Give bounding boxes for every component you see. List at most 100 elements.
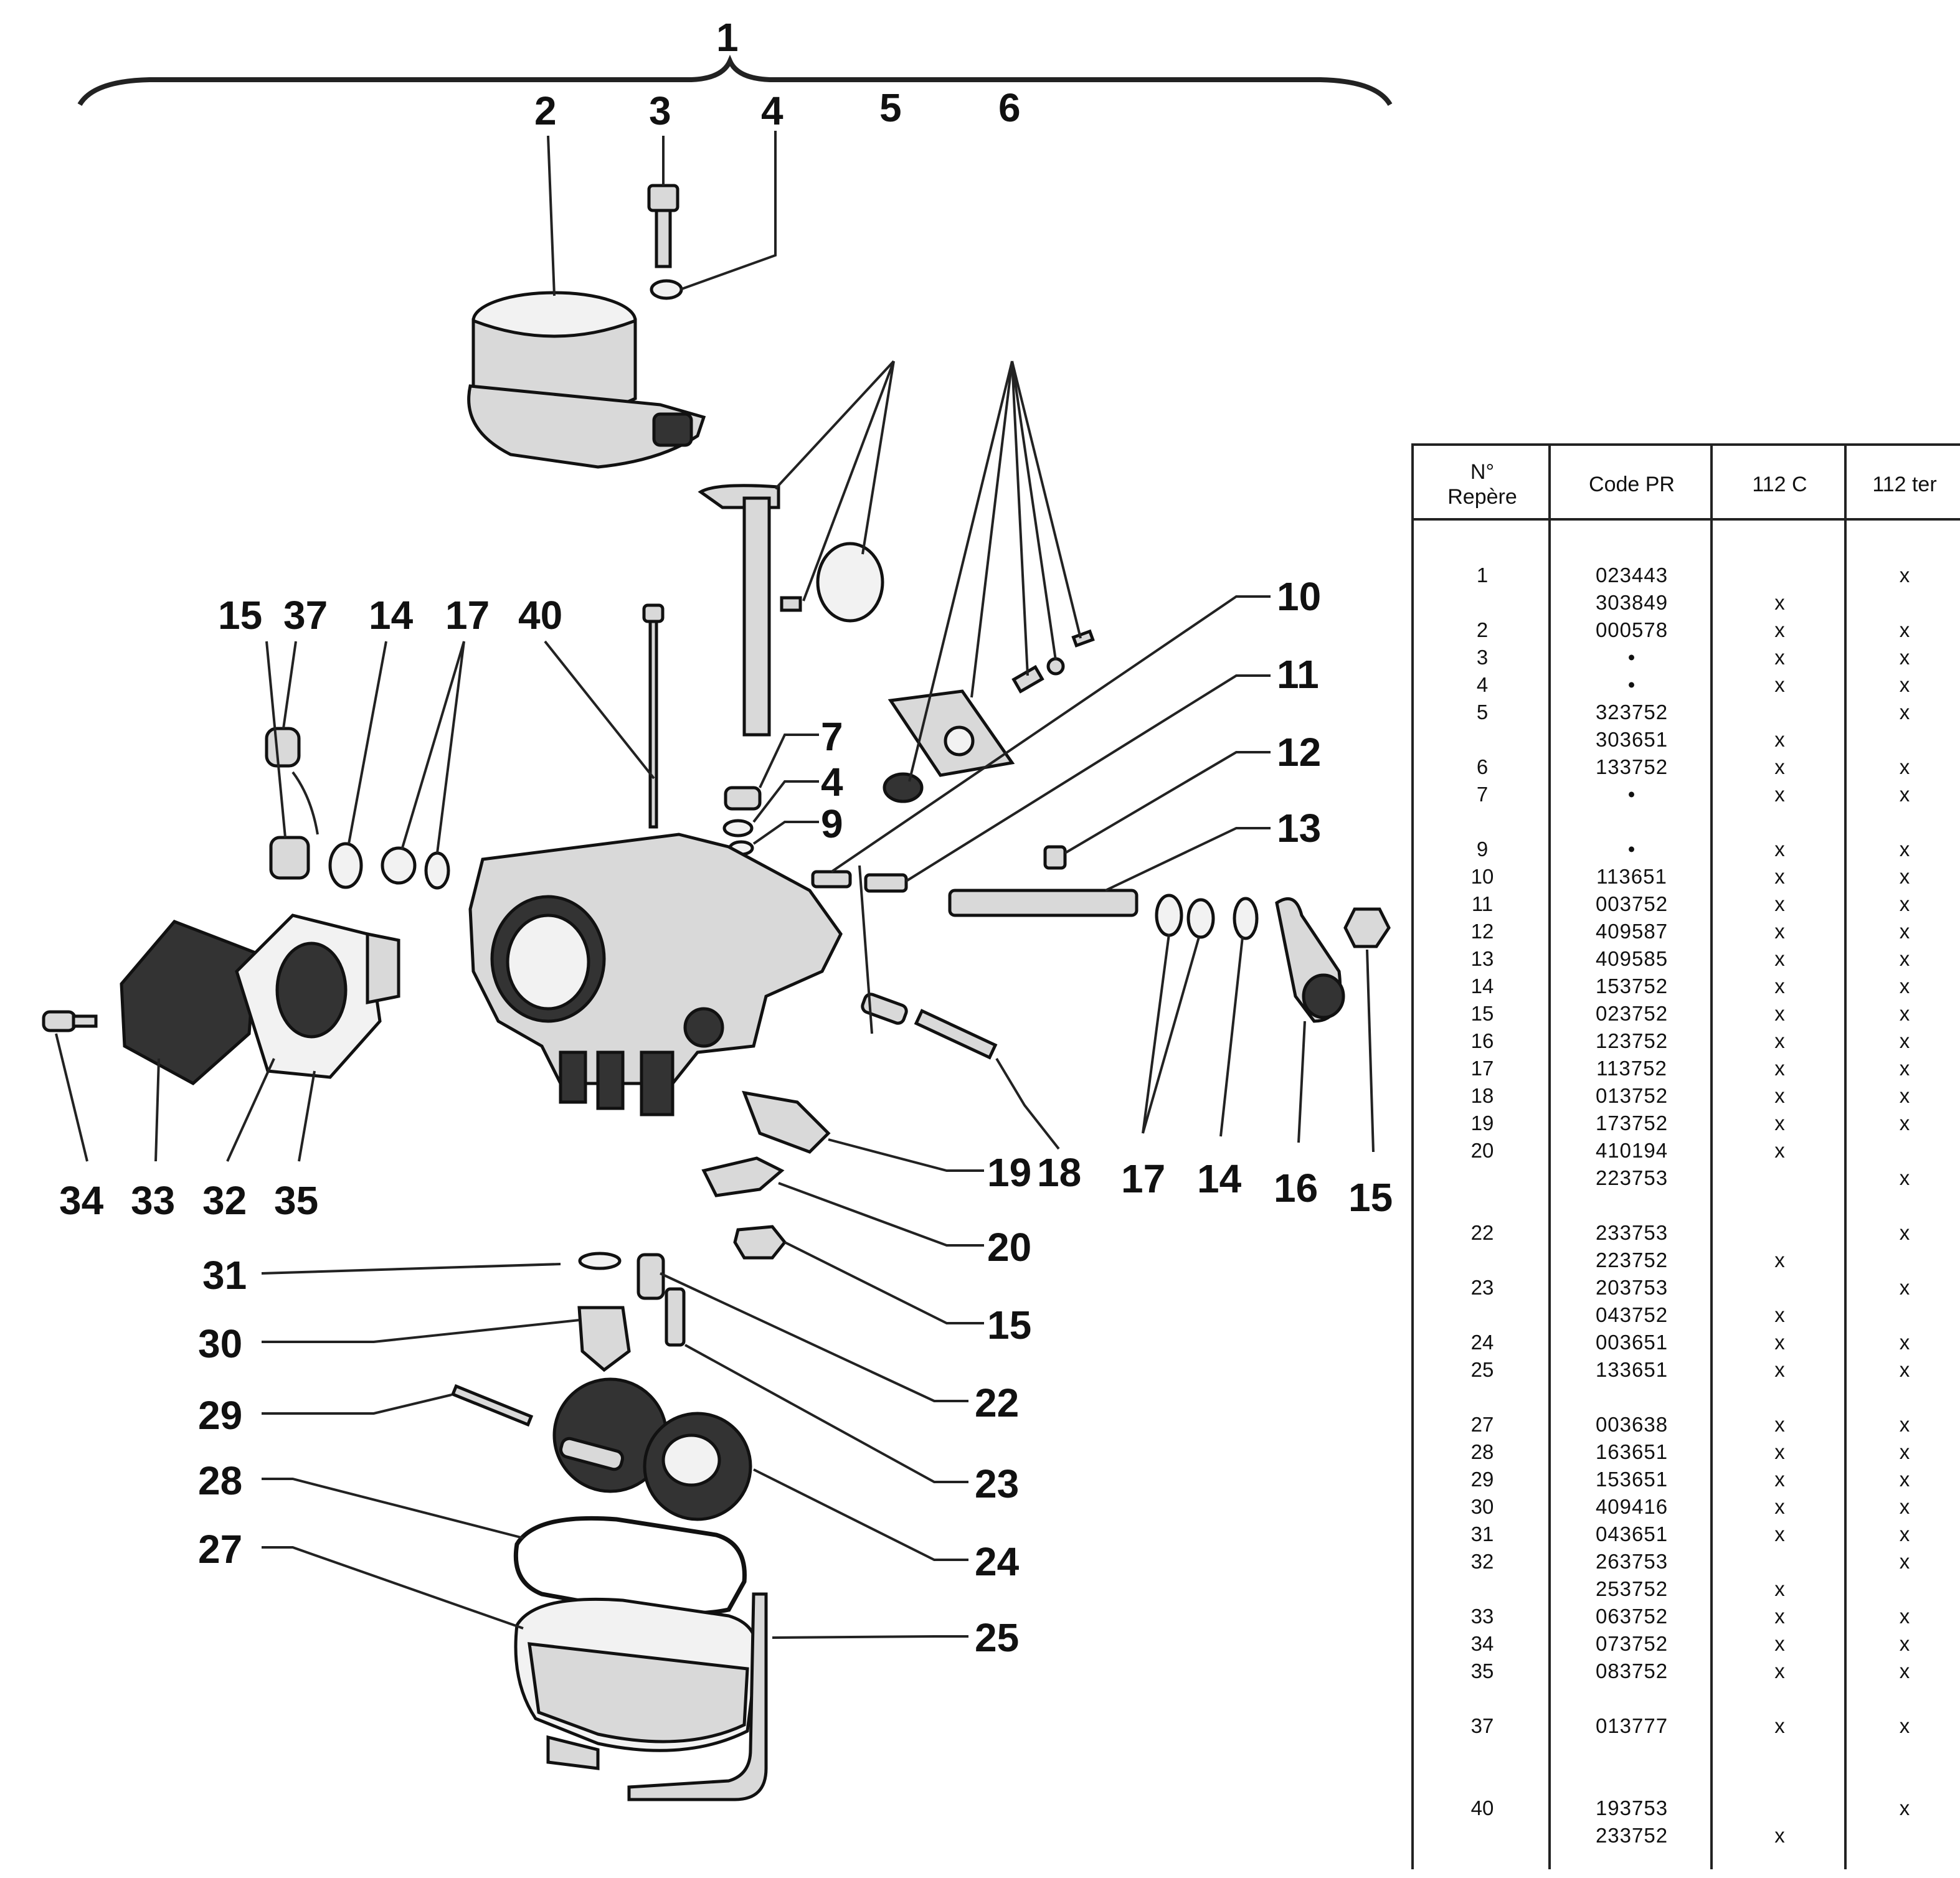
callout-16: 16 [1274,1166,1318,1210]
part-40-needle [642,603,665,829]
cell-112c: x [1774,947,1785,970]
lower-mid-parts [701,993,998,1260]
cell-112ter: x [1899,892,1910,915]
cell-code-pr: 303849 [1595,591,1669,614]
cell-112c: x [1774,1331,1785,1354]
cell-112c: x [1774,646,1785,669]
table-row [1414,1740,1960,1767]
cell-112ter: x [1899,1084,1910,1107]
cell-code-pr: 083752 [1595,1659,1669,1682]
cell-repere: 6 [1476,755,1489,778]
callout-35: 35 [274,1178,318,1223]
cell-112ter: x [1899,1331,1910,1354]
cell-repere: 24 [1470,1331,1494,1354]
cell-code-pr: 013752 [1595,1084,1669,1107]
cell-112ter: x [1899,947,1910,970]
callout-numbers: 1 2 3 4 5 6 15 37 14 17 40 10 11 12 7 4 … [59,15,1393,1660]
cell-repere: 25 [1470,1358,1494,1381]
header-code-pr: Code PR [1589,473,1675,496]
cell-112c: x [1774,892,1785,915]
part-3-screw [647,184,679,268]
cell-repere: 32 [1470,1550,1494,1573]
cell-code-pr: 043752 [1595,1303,1669,1326]
cell-repere: 1 [1476,564,1489,587]
callout-27: 27 [198,1527,242,1572]
cell-112ter: x [1899,1276,1910,1299]
cell-code-pr: 153651 [1595,1468,1669,1491]
cell-112ter: x [1899,564,1910,587]
cell-112c: x [1774,838,1785,861]
cell-112c: x [1774,1111,1785,1135]
part-12-screw [1043,845,1067,870]
callout-33: 33 [131,1178,175,1223]
cell-112ter: x [1899,1440,1910,1463]
cell-112ter: x [1899,1796,1910,1819]
cell-code-pr: 410194 [1595,1139,1669,1162]
part-4-washer [650,279,683,300]
table-row [1414,1685,1960,1712]
cell-112ter: x [1899,1221,1910,1244]
cell-code-pr: 133752 [1595,755,1669,778]
table-row: 22 233753 x [1414,1219,1960,1247]
cell-112ter: x [1899,865,1910,888]
cell-112ter: x [1899,618,1910,641]
cell-code-pr: 409585 [1595,947,1669,970]
header-112c: 112 C [1752,473,1807,496]
cell-112c: x [1774,1248,1785,1272]
part-24-float [552,1377,752,1521]
cell-repere: 17 [1470,1057,1494,1080]
cell-112ter: x [1899,1111,1910,1135]
callout-14: 14 [369,593,414,638]
cell-112c: x [1774,618,1785,641]
part-25-pipe [627,1592,768,1801]
cell-code-pr: 063752 [1595,1605,1669,1628]
cell-repere: 15 [1470,1002,1494,1025]
header-112ter: 112 ter [1872,473,1937,496]
cell-code-pr: 409587 [1595,920,1669,943]
cell-112ter: x [1899,1659,1910,1682]
callout-15c: 15 [987,1303,1031,1347]
cell-112ter: x [1899,1632,1910,1655]
cell-code-pr: 013777 [1595,1714,1669,1737]
cell-112c: x [1774,920,1785,943]
float-bowl-fittings [450,1252,686,1427]
cell-code-pr: 173752 [1595,1111,1669,1135]
cell-code-pr: 233753 [1595,1221,1669,1244]
cell-code-pr: 409416 [1595,1495,1669,1518]
cell-112ter: x [1899,673,1910,696]
cell-code-pr: 113752 [1596,1057,1667,1080]
cell-112c: x [1774,1714,1785,1737]
part-27-float-bowl [514,1597,759,1770]
assembly-brace [77,54,1393,106]
cell-code-pr: 003651 [1595,1331,1669,1354]
cell-112ter: x [1899,1714,1910,1737]
header-repere: N° Repère [1447,460,1517,509]
part-11-jet [864,873,908,893]
callout-9: 9 [821,801,843,846]
cell-112c: x [1774,1577,1785,1600]
callout-22: 22 [975,1380,1019,1425]
callout-15b: 15 [1348,1175,1393,1220]
column-rule [1551,443,1713,1869]
cell-repere: 22 [1470,1221,1494,1244]
cell-repere: 40 [1470,1796,1494,1819]
callout-2: 2 [534,88,557,133]
cell-112ter: x [1899,920,1910,943]
callout-14b: 14 [1197,1156,1242,1201]
cell-112ter: x [1899,1413,1910,1436]
cell-code-pr: 133651 [1595,1358,1669,1381]
cell-112ter: x [1899,1468,1910,1491]
